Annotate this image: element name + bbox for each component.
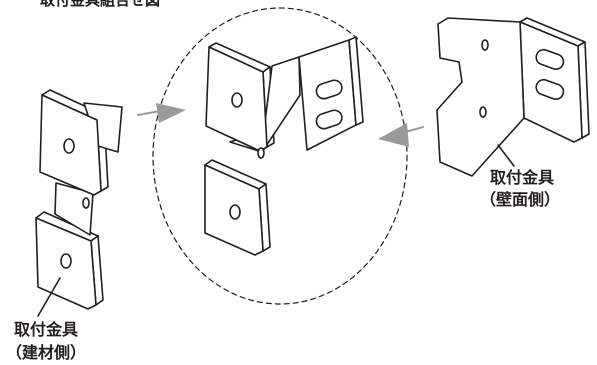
slot-hole	[315, 109, 343, 130]
wall-side-bracket	[436, 17, 590, 177]
hole	[63, 138, 75, 154]
diagram-title: 取付金具組合せ図	[40, 0, 161, 9]
leader-line	[497, 144, 515, 167]
arrow-left	[137, 103, 186, 123]
hole	[82, 197, 90, 209]
assembly-circle	[152, 7, 408, 305]
assembled-brackets	[204, 36, 364, 256]
hole	[479, 106, 487, 118]
hole	[257, 147, 265, 159]
hole	[481, 39, 489, 51]
wall-bracket-label: 取付金具	[490, 168, 555, 187]
hole	[60, 253, 72, 269]
slot-hole	[315, 79, 343, 100]
hole	[229, 204, 241, 220]
hole	[231, 92, 243, 108]
leader-line	[37, 277, 61, 317]
material-side-bracket	[35, 89, 123, 317]
main-plate	[436, 17, 525, 177]
slot-hole	[535, 48, 565, 70]
wall-bracket-sublabel: （壁面側）	[480, 190, 561, 209]
arrow-right	[378, 123, 424, 147]
slot-hole	[535, 78, 565, 100]
material-bracket-sublabel: （建材側）	[6, 343, 87, 362]
material-bracket-label: 取付金具	[14, 320, 79, 339]
